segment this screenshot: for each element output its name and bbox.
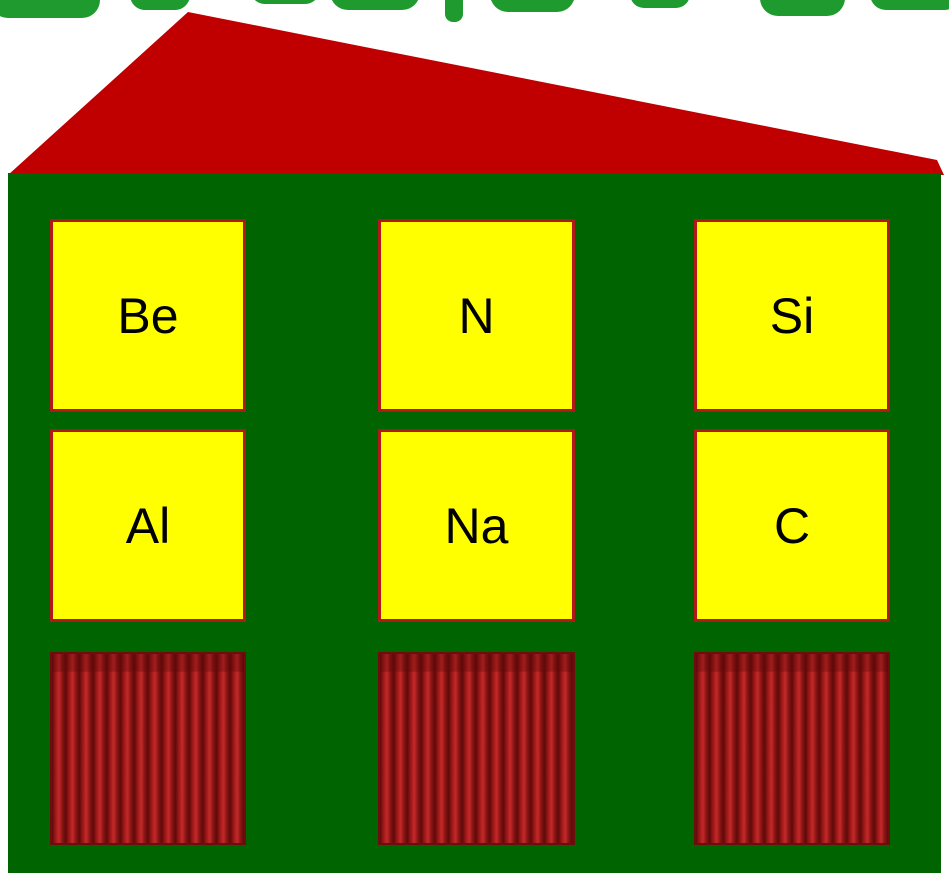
curtain-door[interactable]: [378, 652, 575, 845]
curtain-icon: [696, 654, 888, 843]
curtain-door[interactable]: [694, 652, 890, 845]
title-fragment: [0, 0, 949, 22]
element-label: C: [773, 497, 811, 554]
window-tile[interactable]: Be: [50, 219, 246, 412]
curtain-door[interactable]: [50, 652, 246, 845]
window-tile[interactable]: C: [694, 429, 890, 622]
curtain-icon: [52, 654, 244, 843]
curtain-icon: [380, 654, 573, 843]
window-tile[interactable]: Si: [694, 219, 890, 412]
element-label: Si: [769, 287, 815, 344]
window-tile[interactable]: Na: [378, 429, 575, 622]
element-label: N: [458, 287, 495, 344]
window-tile[interactable]: N: [378, 219, 575, 412]
element-label: Na: [444, 497, 509, 554]
element-label: Al: [125, 497, 171, 554]
roof: [8, 12, 944, 175]
element-label: Be: [117, 287, 179, 344]
window-tile[interactable]: Al: [50, 429, 246, 622]
